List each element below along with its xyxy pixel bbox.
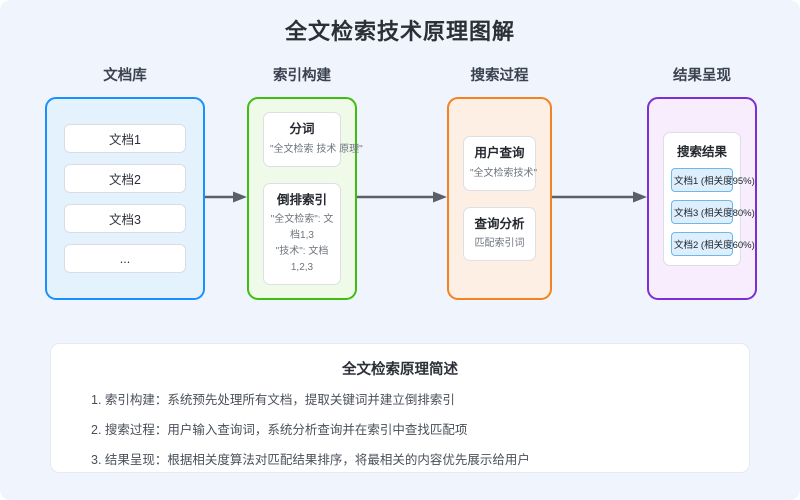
flow-arrow-docs-to-index bbox=[205, 190, 247, 204]
document-chip[interactable]: 文档1 bbox=[64, 124, 186, 153]
summary-panel: 全文检索原理简述 1. 索引构建：系统预先处理所有文档，提取关键词并建立倒排索引… bbox=[50, 343, 750, 473]
step-card-user-query[interactable]: 用户查询 "全文检索技术" bbox=[463, 136, 538, 191]
index-steps: 分词 "全文检索 技术 原理" 倒排索引 "全文检索": 文档1,3 "技术":… bbox=[249, 99, 363, 298]
step-card-inverted-index[interactable]: 倒排索引 "全文检索": 文档1,3 "技术": 文档1,2,3 bbox=[263, 182, 341, 285]
flow-arrow-index-to-search bbox=[357, 190, 447, 204]
search-steps: 用户查询 "全文检索技术" 查询分析 匹配索引词 bbox=[449, 99, 550, 298]
stage-panel-index: 分词 "全文检索 技术 原理" 倒排索引 "全文检索": 文档1,3 "技术":… bbox=[247, 97, 363, 300]
search-result-card: 搜索结果 文档1 (相关度95%) 文档3 (相关度80%) 文档2 (相关度6… bbox=[663, 131, 755, 266]
stage-panel-search: 用户查询 "全文检索技术" 查询分析 匹配索引词 bbox=[447, 97, 552, 300]
stage-panel-result: 搜索结果 文档1 (相关度95%) 文档3 (相关度80%) 文档2 (相关度6… bbox=[647, 97, 757, 300]
step-card-title: 倒排索引 bbox=[276, 192, 327, 207]
result-list-item[interactable]: 文档2 (相关度60%) bbox=[671, 231, 755, 256]
page-title: 全文检索技术原理图解 bbox=[284, 19, 515, 44]
result-list-item[interactable]: 文档3 (相关度80%) bbox=[671, 199, 755, 224]
stage-label-search: 搜索过程 bbox=[470, 68, 529, 84]
stage-label-index: 索引构建 bbox=[273, 68, 331, 84]
result-area: 搜索结果 文档1 (相关度95%) 文档3 (相关度80%) 文档2 (相关度6… bbox=[649, 99, 755, 298]
step-card-query-analysis[interactable]: 查询分析 匹配索引词 bbox=[463, 206, 536, 261]
summary-line: 3. 结果呈现：根据相关度算法对匹配结果排序，将最相关的内容优先展示给用户 bbox=[91, 452, 530, 467]
document-chip[interactable]: 文档3 bbox=[64, 204, 186, 233]
step-card-subtitle: "全文检索技术" bbox=[470, 167, 538, 179]
summary-line: 2. 搜索过程：用户输入查询词，系统分析查询并在索引中查找匹配项 bbox=[91, 422, 468, 437]
step-card-subtitle: "全文检索 技术 原理" bbox=[270, 143, 363, 155]
stage-label-documents: 文档库 bbox=[103, 68, 147, 84]
summary-title: 全文检索原理简述 bbox=[342, 362, 458, 378]
step-card-title: 查询分析 bbox=[474, 216, 525, 231]
document-chip-ellipsis[interactable]: ... bbox=[64, 244, 186, 273]
document-chip[interactable]: 文档2 bbox=[64, 164, 186, 193]
step-card-title: 用户查询 bbox=[474, 146, 525, 161]
stage-panel-documents: 文档1 文档2 文档3 ... bbox=[45, 97, 205, 300]
stage-label-result: 结果呈现 bbox=[673, 68, 731, 84]
step-card-tokenize[interactable]: 分词 "全文检索 技术 原理" bbox=[263, 112, 363, 167]
step-card-subtitle: 匹配索引词 bbox=[474, 237, 525, 249]
documents-list: 文档1 文档2 文档3 ... bbox=[47, 99, 203, 298]
summary-line: 1. 索引构建：系统预先处理所有文档，提取关键词并建立倒排索引 bbox=[91, 393, 455, 407]
flow-arrow-search-to-result bbox=[552, 190, 647, 204]
result-list-item[interactable]: 文档1 (相关度95%) bbox=[671, 167, 755, 192]
search-result-title: 搜索结果 bbox=[676, 144, 727, 159]
step-card-subtitle: "全文检索": 文档1,3 "技术": 文档1,2,3 bbox=[270, 213, 334, 273]
step-card-title: 分词 bbox=[289, 122, 315, 137]
